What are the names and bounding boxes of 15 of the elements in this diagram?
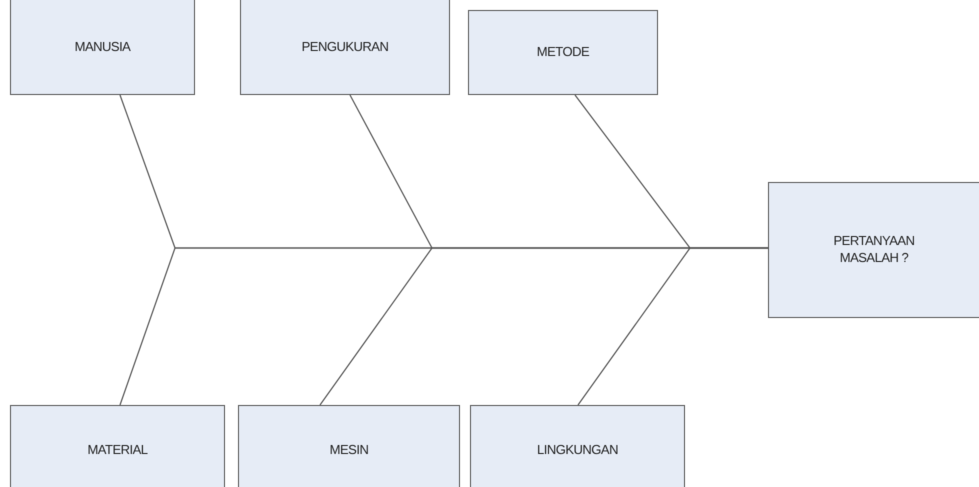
cause-box	[470, 405, 685, 487]
cause-label: LINGKUNGAN	[537, 442, 618, 458]
cause-label: METODE	[536, 44, 590, 61]
fishbone-line	[578, 247, 768, 406]
cause-box	[238, 405, 460, 487]
cause-label: PENGUKURAN	[302, 38, 388, 56]
cause-box	[10, 0, 195, 95]
cause-label: MANUSIA	[74, 38, 130, 56]
cause-label: MATERIAL	[87, 442, 148, 458]
cause-label: MESIN	[330, 442, 368, 458]
cause-box	[468, 10, 658, 95]
cause-box	[240, 0, 450, 95]
problem-box	[768, 182, 979, 318]
cause-box	[10, 405, 225, 487]
problem-label: PERTANYAAN MASALAH ?	[832, 233, 916, 267]
